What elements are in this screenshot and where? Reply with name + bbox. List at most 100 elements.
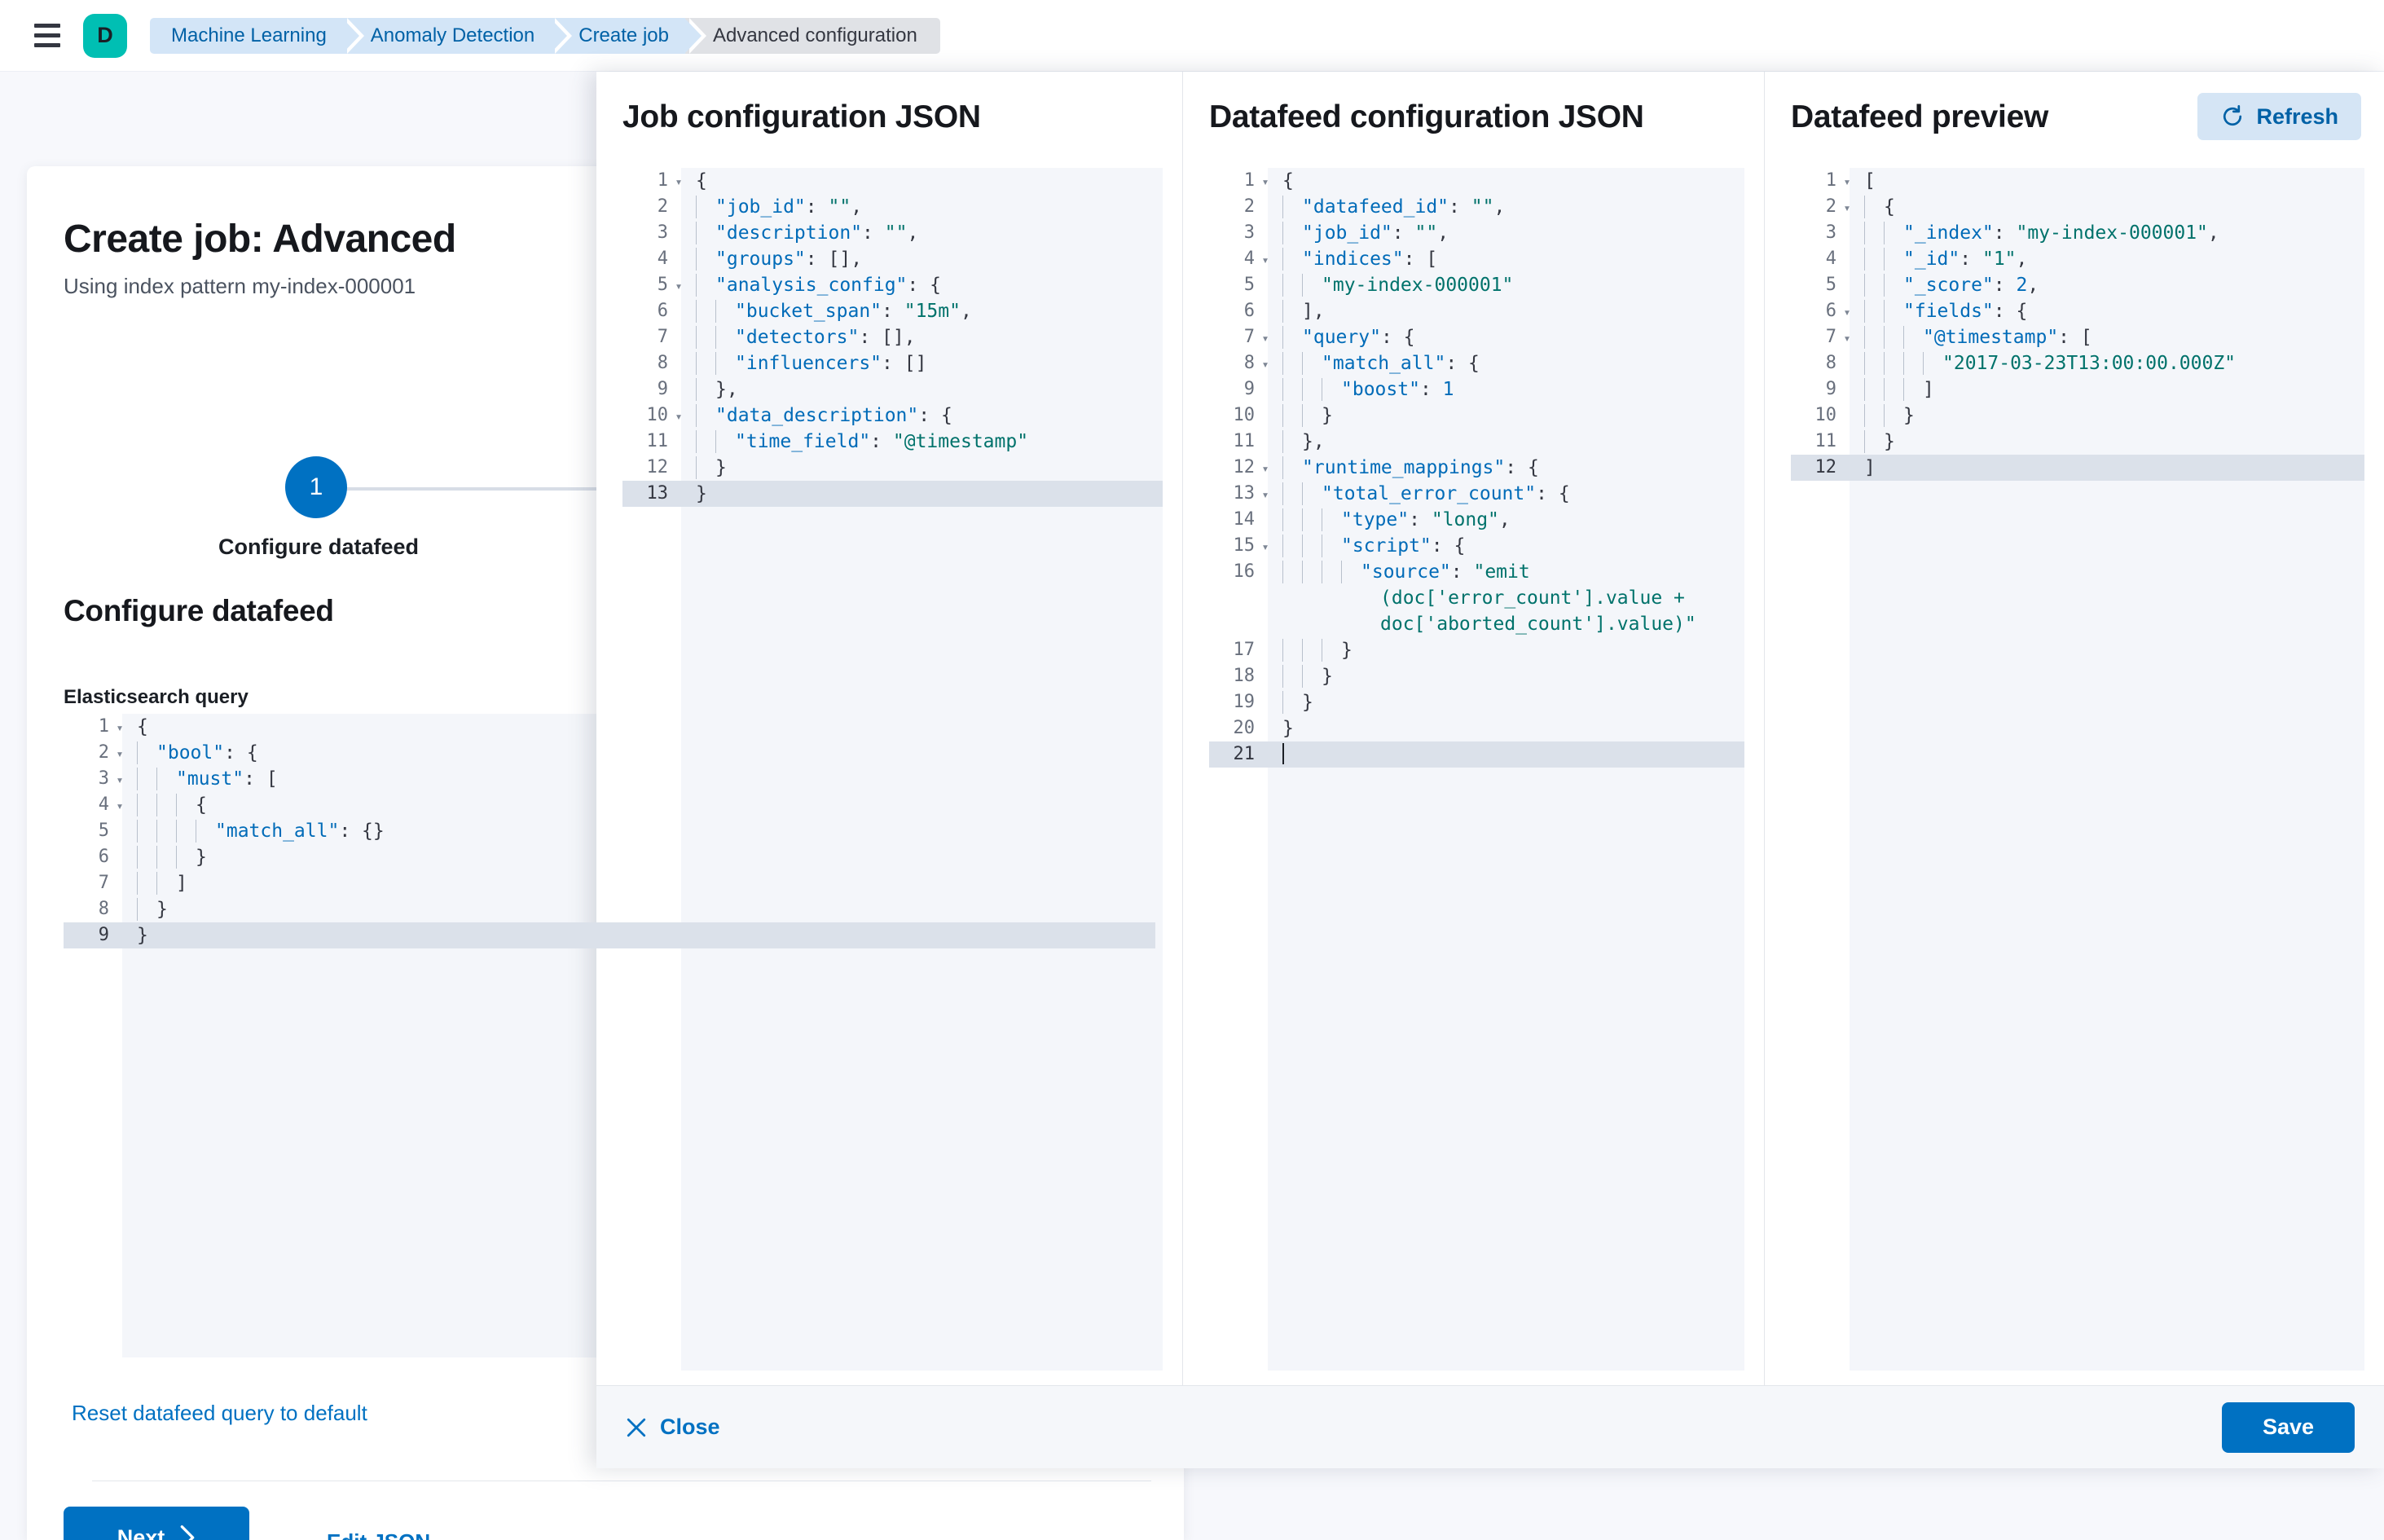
line-content: { (686, 168, 707, 194)
editor-line[interactable]: 13} (622, 481, 1163, 507)
fold-toggle-icon[interactable]: ▾ (1258, 455, 1273, 482)
editor-line[interactable]: 10▾"data_description": { (622, 403, 1163, 429)
editor-line[interactable]: 21 (1209, 741, 1744, 768)
editor-line[interactable]: 2"job_id": "", (622, 194, 1163, 220)
breadcrumb-item-machine-learning[interactable]: Machine Learning (150, 18, 343, 54)
line-number: 11 (1209, 429, 1258, 455)
fold-toggle-icon[interactable]: ▾ (671, 272, 686, 300)
editor-line[interactable]: 11} (1791, 429, 2364, 455)
editor-lines: 1▾{2▾"bool": {3▾"must": [4▾{5"match_all"… (64, 714, 1155, 948)
editor-line[interactable]: 3"_index": "my-index-000001", (1791, 220, 2364, 246)
editor-line[interactable]: 8▾"match_all": { (1209, 350, 1744, 376)
save-button[interactable]: Save (2222, 1402, 2355, 1453)
editor-line[interactable]: 8"2017-03-23T13:00:00.000Z" (1791, 350, 2364, 376)
reset-datafeed-query-link[interactable]: Reset datafeed query to default (72, 1401, 367, 1426)
fold-toggle-icon[interactable]: ▾ (112, 766, 127, 794)
close-button[interactable]: Close (626, 1415, 720, 1440)
edit-json-link[interactable]: Edit JSON (327, 1529, 430, 1540)
editor-line[interactable]: 4▾"indices": [ (1209, 246, 1744, 272)
editor-line[interactable]: 5"match_all": {} (64, 818, 1155, 844)
editor-line[interactable]: 9}, (622, 376, 1163, 403)
fold-toggle-icon[interactable]: ▾ (1840, 168, 1854, 196)
datafeed-configuration-json-editor[interactable]: 1▾{2"datafeed_id": "",3"job_id": "",4▾"i… (1209, 168, 1744, 1371)
line-number: 10 (622, 403, 671, 429)
editor-line[interactable]: 18} (1209, 663, 1744, 689)
step-circle-1[interactable]: 1 (285, 456, 347, 518)
fold-toggle-icon[interactable]: ▾ (1840, 324, 1854, 352)
editor-line[interactable]: 5▾"analysis_config": { (622, 272, 1163, 298)
editor-line[interactable]: 4▾{ (64, 792, 1155, 818)
fold-toggle-icon[interactable]: ▾ (1258, 481, 1273, 508)
fold-toggle-icon[interactable]: ▾ (112, 740, 127, 768)
line-content: "influencers": [] (686, 350, 926, 376)
editor-line[interactable]: 7] (64, 870, 1155, 896)
fold-toggle-icon[interactable]: ▾ (1840, 194, 1854, 222)
editor-line[interactable]: 4"groups": [], (622, 246, 1163, 272)
editor-line[interactable]: 11}, (1209, 429, 1744, 455)
editor-line[interactable]: 1▾{ (64, 714, 1155, 740)
editor-line[interactable]: 7▾"@timestamp": [ (1791, 324, 2364, 350)
fold-toggle-icon[interactable]: ▾ (1258, 350, 1273, 378)
editor-line[interactable]: 7"detectors": [], (622, 324, 1163, 350)
editor-line[interactable]: 4"_id": "1", (1791, 246, 2364, 272)
editor-line[interactable]: 1▾[ (1791, 168, 2364, 194)
next-button-label: Next (117, 1525, 165, 1540)
editor-line[interactable]: 1▾{ (1209, 168, 1744, 194)
editor-lines: 1▾{2"job_id": "",3"description": "",4"gr… (622, 168, 1163, 507)
editor-line[interactable]: 5"_score": 2, (1791, 272, 2364, 298)
datafeed-preview-editor[interactable]: 1▾[2▾{3"_index": "my-index-000001",4"_id… (1791, 168, 2364, 1371)
line-content: "query": { (1273, 324, 1415, 350)
editor-line[interactable]: 20} (1209, 715, 1744, 741)
editor-line[interactable]: 13▾"total_error_count": { (1209, 481, 1744, 507)
editor-line[interactable]: 7▾"query": { (1209, 324, 1744, 350)
editor-line[interactable]: 19} (1209, 689, 1744, 715)
editor-line[interactable]: 12] (1791, 455, 2364, 481)
fold-toggle-icon[interactable]: ▾ (1258, 324, 1273, 352)
fold-toggle-icon[interactable]: ▾ (112, 714, 127, 741)
editor-line[interactable]: 16"source": "emit(doc['error_count'].val… (1209, 559, 1744, 637)
editor-line[interactable]: 9"boost": 1 (1209, 376, 1744, 403)
editor-line[interactable]: 8} (64, 896, 1155, 922)
editor-line[interactable]: 2"datafeed_id": "", (1209, 194, 1744, 220)
editor-line[interactable]: 6], (1209, 298, 1744, 324)
line-content: ] (1854, 455, 1876, 481)
editor-line[interactable]: 10} (1209, 403, 1744, 429)
line-number: 7 (64, 870, 112, 896)
editor-line[interactable]: 14"type": "long", (1209, 507, 1744, 533)
editor-line[interactable]: 6▾"fields": { (1791, 298, 2364, 324)
editor-line[interactable]: 10} (1791, 403, 2364, 429)
editor-line[interactable]: 2▾"bool": { (64, 740, 1155, 766)
editor-line[interactable]: 5"my-index-000001" (1209, 272, 1744, 298)
editor-line[interactable]: 9] (1791, 376, 2364, 403)
fold-toggle-icon[interactable]: ▾ (671, 403, 686, 430)
line-content: }, (1273, 429, 1325, 455)
editor-line[interactable]: 6"bucket_span": "15m", (622, 298, 1163, 324)
editor-line[interactable]: 3▾"must": [ (64, 766, 1155, 792)
editor-line[interactable]: 1▾{ (622, 168, 1163, 194)
hamburger-menu-icon[interactable] (29, 18, 65, 54)
fold-toggle-icon[interactable]: ▾ (112, 792, 127, 820)
editor-line[interactable]: 9} (64, 922, 1155, 948)
app-logo[interactable]: D (83, 14, 127, 58)
editor-line[interactable]: 8"influencers": [] (622, 350, 1163, 376)
fold-toggle-icon[interactable]: ▾ (1258, 533, 1273, 561)
editor-line[interactable]: 3"description": "", (622, 220, 1163, 246)
editor-line[interactable]: 3"job_id": "", (1209, 220, 1744, 246)
editor-line[interactable]: 12} (622, 455, 1163, 481)
editor-line[interactable]: 15▾"script": { (1209, 533, 1744, 559)
fold-toggle-icon[interactable]: ▾ (1258, 168, 1273, 196)
next-button[interactable]: Next (64, 1507, 249, 1540)
line-number: 18 (1209, 663, 1258, 689)
fold-toggle-icon[interactable]: ▾ (1840, 298, 1854, 326)
editor-line[interactable]: 11"time_field": "@timestamp" (622, 429, 1163, 455)
fold-toggle-icon[interactable]: ▾ (1258, 246, 1273, 274)
editor-line[interactable]: 6} (64, 844, 1155, 870)
editor-line[interactable]: 2▾{ (1791, 194, 2364, 220)
editor-line[interactable]: 12▾"runtime_mappings": { (1209, 455, 1744, 481)
fold-toggle-icon[interactable]: ▾ (671, 168, 686, 196)
editor-line[interactable]: 17} (1209, 637, 1744, 663)
line-content: "bucket_span": "15m", (686, 298, 972, 324)
breadcrumb-item-anomaly-detection[interactable]: Anomaly Detection (343, 18, 551, 54)
line-content: "type": "long", (1273, 507, 1511, 533)
refresh-button[interactable]: Refresh (2197, 93, 2361, 140)
